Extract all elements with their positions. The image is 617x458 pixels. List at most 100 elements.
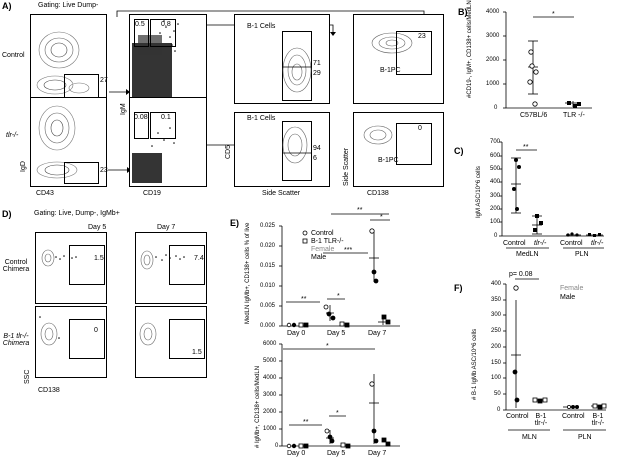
panel-f-legend-male: Male	[560, 294, 576, 301]
panel-e-top-sig-4: *	[337, 293, 340, 300]
panel-e-legend-male: Male	[311, 254, 327, 261]
pop-label-b1pc-r2: B-1PC	[378, 157, 399, 164]
gate-value-d-r1c2: 7.4	[194, 255, 204, 262]
panel-b-ytick-1: 1000	[486, 81, 500, 87]
panel-e-top-ytick-0: 0.000	[260, 323, 276, 329]
panel-c-ytick-1: 100	[490, 219, 501, 225]
panel-e-top-sig-2: *	[380, 214, 383, 221]
panel-b-ytick-2: 2000	[486, 57, 500, 63]
panel-f-legend-female: Female	[560, 285, 584, 292]
panel-d-day-1: Day 7	[157, 224, 176, 231]
panel-b-sig: *	[552, 11, 555, 18]
panel-e-top-sig-0: ***	[344, 247, 353, 254]
axis-side-scatter: Side Scatter	[262, 190, 301, 197]
panel-f-group-0: MLN	[522, 434, 537, 441]
panel-e-bottom-xtick-2: Day 7	[368, 450, 387, 457]
panel-e-legend-female: Female	[311, 246, 335, 253]
panel-f-xtick-0: Control	[506, 413, 529, 420]
panel-e-bottom-ytick-0: 0	[275, 443, 279, 449]
panel-e-top-ytick-1: 0.005	[260, 303, 276, 309]
flow-plot-r2c3: B-1 Cells 94 6	[234, 112, 330, 187]
panel-d-letter: D)	[2, 209, 12, 219]
panel-a-row-control: Control	[2, 52, 25, 59]
flow-plot-r2c1: 23	[30, 97, 108, 187]
panel-e-legend-control: Control	[311, 230, 334, 237]
panel-c-ytick-4: 400	[490, 179, 501, 185]
panel-c-group-1: PLN	[575, 251, 589, 258]
panel-c-ytick-5: 500	[490, 166, 501, 172]
flow-plot-r1c2: 0.5 0.8	[129, 14, 207, 104]
panel-e-bottom-ytick-3: 3000	[263, 392, 277, 398]
panel-e-top-ytick-4: 0.020	[260, 243, 276, 249]
panel-b-letter: B)	[458, 7, 468, 17]
panel-c-ytick-2: 200	[490, 206, 501, 212]
gate-value-r2c1: 23	[100, 167, 108, 174]
panel-b-ytick-4: 4000	[486, 9, 500, 15]
panel-c-ytick-3: 300	[490, 193, 501, 199]
flow-plot-r1c3: B-1 Cells 71 29	[234, 14, 330, 104]
panel-a-gating: Gating: Live Dump-	[38, 2, 99, 9]
panel-e-top-xtick-2: Day 7	[368, 330, 387, 337]
panel-e-top-sig-1: **	[357, 207, 363, 214]
panel-c-ytick-0: 0	[494, 233, 498, 239]
panel-d-gating: Gating: Live, Dump-, IgMb+	[34, 210, 120, 217]
flow-plot-r1c4: 23 B-1PC	[353, 14, 444, 104]
panel-c-xtick-2: Control	[560, 240, 583, 247]
panel-f-ytick-1: 50	[494, 391, 501, 397]
pop-label-b1-r2: B-1 Cells	[247, 115, 276, 122]
panel-a-letter: A)	[2, 1, 12, 11]
panel-c-sig: **	[523, 144, 529, 151]
panel-f-ytick-5: 250	[491, 328, 502, 334]
gate-value-r2c4: 0	[418, 125, 422, 132]
panel-f-letter: F)	[454, 283, 463, 293]
panel-e-bottom-xtick-0: Day 0	[287, 450, 306, 457]
panel-b-xtick-1: TLR -/-	[563, 112, 585, 119]
flow-plot-d-r2c1: 0	[35, 306, 107, 378]
panel-f-ytick-4: 200	[491, 344, 502, 350]
panel-e-bottom-ytick-6: 6000	[263, 341, 277, 347]
gate-value-d-r2c1: 0	[94, 327, 98, 334]
flow-plot-d-r1c2: 7.4	[135, 232, 207, 304]
gate-value-r1c1: 27	[100, 77, 108, 84]
panel-c-ytick-7: 700	[490, 139, 501, 145]
gate-value-r1c2b: 0.8	[161, 21, 171, 28]
panel-f-ytick-3: 150	[491, 360, 502, 366]
gate-value-r1c3a: 71	[313, 60, 321, 67]
axis-cd138: CD138	[367, 190, 389, 197]
panel-e-top-ytick-2: 0.010	[260, 283, 276, 289]
gate-value-r2c3b: 6	[313, 155, 317, 162]
panel-f-ytick-8: 400	[491, 281, 502, 287]
gate-value-d-r1c1: 1.5	[94, 255, 104, 262]
panel-f-ytick-7: 350	[491, 297, 502, 303]
panel-c-letter: C)	[454, 146, 464, 156]
panel-d-row-control: Control Chimera	[2, 259, 30, 273]
panel-f-group-1: PLN	[578, 434, 592, 441]
panel-e-bottom-ytick-4: 4000	[263, 375, 277, 381]
panel-c-ytick-6: 600	[490, 153, 501, 159]
panel-f-ytick-0: 0	[497, 407, 501, 413]
panel-e-top-xtick-0: Day 0	[287, 330, 306, 337]
panel-f-xtick-2: Control	[562, 413, 585, 420]
axis-cd43: CD43	[36, 190, 54, 197]
axis-cd19: CD19	[143, 190, 161, 197]
panel-f-ytick-2: 100	[491, 375, 502, 381]
panel-e-bottom-sig-2: *	[336, 410, 339, 417]
panel-e-letter: E)	[230, 218, 239, 228]
gate-value-d-r2c2: 1.5	[192, 349, 202, 356]
panel-c-xtick-3: tlr-/-	[591, 240, 604, 247]
panel-e-bottom-sig-0: *	[326, 343, 329, 350]
gate-value-r1c4: 23	[418, 33, 426, 40]
gate-value-r2c2a: 0.08	[134, 114, 148, 121]
panel-b-ytick-3: 3000	[486, 33, 500, 39]
panel-f-xtick-1: B-1 tlr-/-	[534, 413, 548, 427]
panel-e-top-ytick-5: 0.025	[260, 223, 276, 229]
panel-c-xtick-0: Control	[503, 240, 526, 247]
gate-value-r1c2a: 0.5	[135, 21, 145, 28]
panel-d-day-0: Day 5	[88, 224, 107, 231]
panel-a-row-tlr: tlr-/-	[6, 132, 19, 139]
flow-plot-d-r1c1: 1.5	[35, 232, 107, 304]
gate-value-r2c3a: 94	[313, 145, 321, 152]
